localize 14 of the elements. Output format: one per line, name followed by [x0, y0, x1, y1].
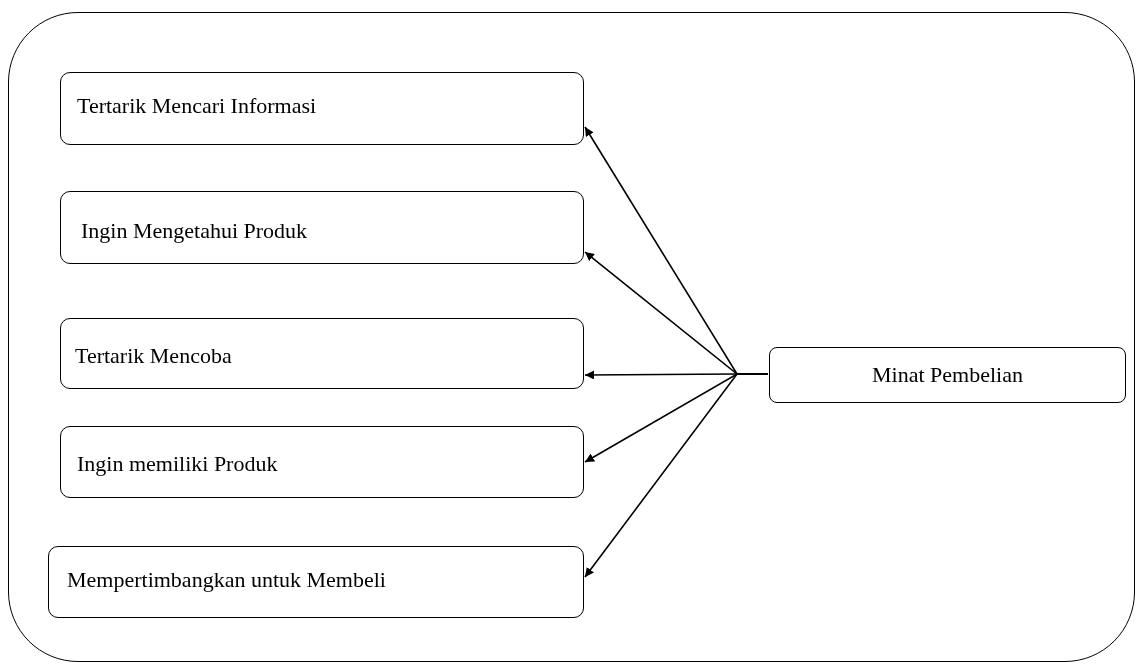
process-box: [60, 72, 584, 145]
process-box: [60, 191, 584, 264]
box-label: Ingin Mengetahui Produk: [81, 218, 308, 244]
box-label: Minat Pembelian: [871, 362, 1024, 388]
box-label: Tertarik Mencoba: [75, 343, 232, 369]
process-box: [769, 347, 1126, 403]
box-label: Mempertimbangkan untuk Membeli: [67, 567, 386, 593]
arrow: [584, 373, 769, 578]
box-label: Ingin memiliki Produk: [77, 451, 278, 477]
process-box: [60, 426, 584, 498]
box-label: Tertarik Mencari Informasi: [77, 93, 317, 119]
process-box: [48, 546, 584, 618]
process-box: [60, 318, 584, 389]
container-box: [8, 12, 1135, 662]
